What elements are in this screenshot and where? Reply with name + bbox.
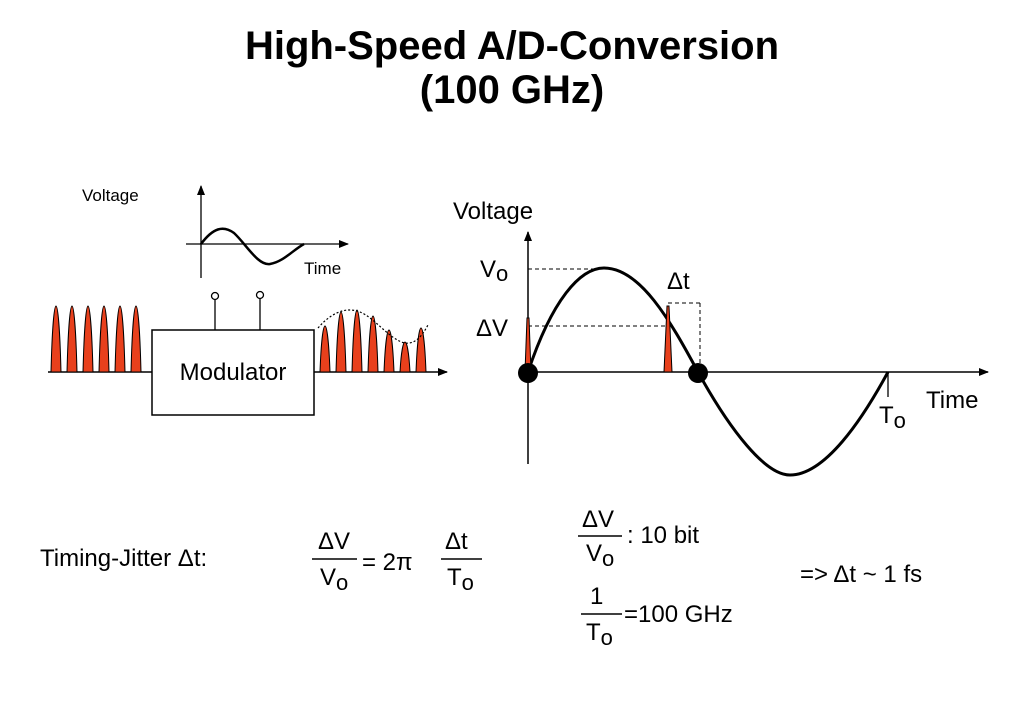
jitter-fraction2-numerator: Δt	[445, 528, 468, 555]
small-sine-plot: Voltage Time	[82, 185, 349, 278]
output-envelope	[317, 309, 429, 344]
rate-denominator: To	[586, 619, 613, 650]
conclusion-text: => Δt ~ 1 fs	[800, 561, 922, 588]
output-pulse	[399, 341, 411, 373]
title-line-1: High-Speed A/D-Conversion	[244, 24, 780, 68]
t0-label: To	[879, 402, 906, 433]
input-pulse	[130, 305, 142, 373]
input-pulse	[66, 305, 78, 373]
resolution-value: : 10 bit	[627, 522, 699, 549]
rate-formula: 1 To =100 GHz	[581, 583, 733, 650]
jitter-fraction1-numerator: ΔV	[318, 528, 350, 555]
title-line-2: (100 GHz)	[419, 68, 605, 112]
modulator-block: Modulator	[48, 290, 448, 416]
modulator-box	[151, 329, 315, 416]
dt-label: Δt	[667, 268, 690, 295]
resolution-formula: ΔV Vo : 10 bit	[578, 506, 699, 571]
output-pulse	[319, 325, 331, 373]
small-plot-voltage-label: Voltage	[82, 186, 139, 205]
small-plot-sine-curve	[200, 227, 305, 266]
output-pulse-train	[319, 309, 427, 373]
main-plot-voltage-label: Voltage	[453, 198, 533, 225]
main-sampling-plot: Voltage Time Vo ΔV Δt To	[453, 198, 989, 477]
jitter-equals: = 2π	[362, 549, 413, 576]
input-pulse	[98, 305, 110, 373]
input-pulse	[114, 305, 126, 373]
jitter-fraction1-denominator: Vo	[320, 564, 348, 595]
output-pulse	[415, 327, 427, 373]
page-title: High-Speed A/D-Conversion (100 GHz)	[0, 24, 1024, 112]
jitter-label: Timing-Jitter Δt:	[40, 545, 207, 572]
jitter-formula: Timing-Jitter Δt: ΔV Vo = 2π Δt To	[40, 528, 482, 595]
rate-numerator: 1	[590, 583, 603, 610]
resolution-denominator: Vo	[586, 540, 614, 571]
output-pulse	[383, 329, 395, 373]
input-pulse	[50, 305, 62, 373]
modulator-label: Modulator	[180, 359, 287, 386]
input-pulse	[82, 305, 94, 373]
zero-crossing-dot-origin	[518, 363, 538, 383]
output-pulse	[367, 315, 379, 373]
resolution-numerator: ΔV	[582, 506, 614, 533]
jitter-fraction2-denominator: To	[447, 564, 474, 595]
sample-pulse-shifted	[663, 305, 673, 373]
modulator-terminal-1	[210, 291, 220, 301]
rate-value: =100 GHz	[624, 601, 733, 628]
small-plot-time-label: Time	[304, 259, 341, 278]
output-pulse	[335, 311, 347, 373]
input-pulse-train	[50, 305, 142, 373]
output-pulse	[351, 309, 363, 373]
main-plot-time-label: Time	[926, 387, 978, 414]
modulator-terminal-2	[255, 290, 265, 300]
zero-crossing-dot-shifted	[688, 363, 708, 383]
v0-label: Vo	[480, 256, 508, 286]
dv-label: ΔV	[476, 315, 508, 342]
